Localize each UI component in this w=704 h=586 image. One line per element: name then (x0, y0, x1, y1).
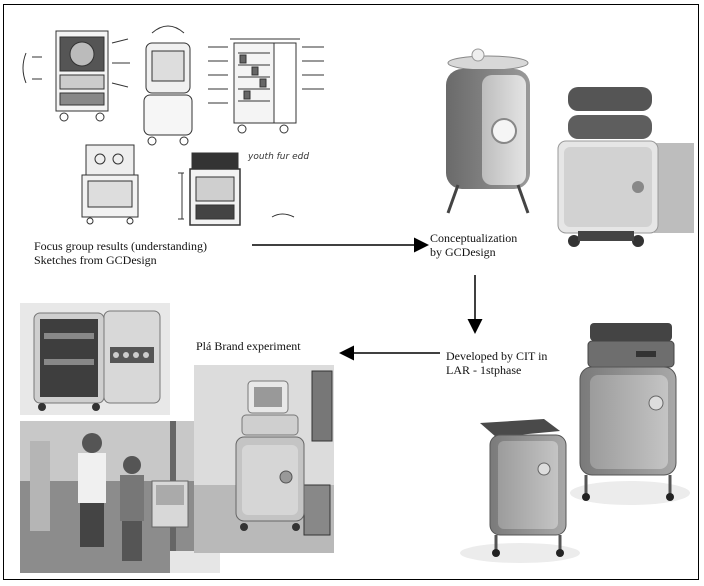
conceptualization-image (418, 45, 694, 255)
open-cabinet-photo (20, 303, 170, 415)
caption-developed-line2: LAR - 1stphase (446, 363, 522, 377)
developed-renders (440, 313, 694, 563)
sketches-image: youth fur edd (12, 13, 332, 231)
caption-concept-line2: by GCDesign (430, 245, 496, 259)
caption-developed-line1: Developed by CIT in (446, 349, 548, 363)
caption-experiment: Plá Brand experiment (196, 339, 301, 353)
caption-focus-line2: Sketches from GCDesign (34, 253, 157, 267)
caption-focus-line1: Focus group results (understanding) (34, 239, 207, 253)
caption-concept-line1: Conceptualization (430, 231, 518, 245)
caption-developed: Developed by CIT in LAR - 1stphase (446, 349, 547, 377)
store-photo (20, 421, 220, 573)
caption-conceptualization: Conceptualization by GCDesign (430, 231, 517, 259)
flow-arrows (252, 237, 483, 361)
caption-focus-group: Focus group results (understanding) Sket… (34, 239, 207, 267)
diagram-frame: youth fur edd Focus group results (under… (3, 4, 699, 580)
pla-unit-photo (194, 365, 334, 553)
sketch-note: youth fur edd (247, 152, 309, 162)
